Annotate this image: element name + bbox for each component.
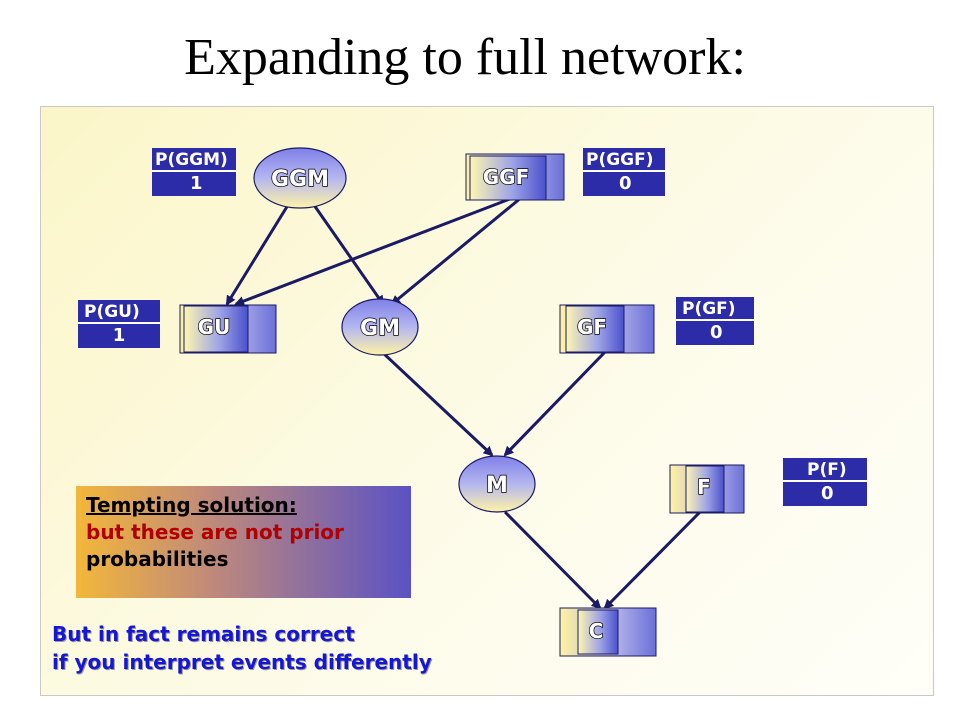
table-p-gu-header: P(GU)	[78, 300, 160, 324]
edge-ggf-gm	[390, 195, 523, 306]
tempting-solution-callout: Tempting solution: but these are not pri…	[76, 486, 411, 598]
edge-gm-m	[380, 350, 494, 457]
edge-ggf-gu	[234, 195, 516, 306]
table-p-ggm-header: P(GGM)	[152, 148, 236, 172]
callout-heading: Tempting solution:	[86, 493, 297, 517]
table-p-ggm: P(GGM) 1	[152, 148, 236, 196]
node-c-label: C	[589, 619, 604, 643]
node-gu[interactable]: GU	[179, 304, 277, 354]
node-gm-label: GM	[360, 316, 400, 341]
table-p-gu: P(GU) 1	[78, 300, 160, 348]
node-ggm[interactable]: GGM	[253, 147, 347, 209]
callout-line-2: but these are not prior	[86, 520, 344, 544]
node-m-label: M	[486, 473, 508, 498]
table-p-gf: P(GF) 0	[676, 297, 754, 345]
edge-f-c	[603, 510, 702, 610]
table-p-f-value: 0	[783, 482, 867, 506]
node-ggm-label: GGM	[271, 167, 329, 192]
edge-gf-m	[503, 350, 607, 457]
node-m[interactable]: M	[458, 455, 536, 513]
edge-ggm-gm	[312, 204, 385, 306]
bottom-note-line-1: But in fact remains correct	[52, 622, 355, 646]
table-p-ggf-header: P(GGF)	[583, 148, 665, 172]
edge-m-c	[503, 510, 602, 610]
node-ggf[interactable]: GGF	[465, 153, 565, 201]
node-ggf-label: GGF	[483, 165, 530, 189]
node-f-label: F	[697, 475, 711, 499]
table-p-ggf: P(GGF) 0	[583, 148, 665, 196]
table-p-f-header: P(F)	[783, 458, 867, 482]
node-f[interactable]: F	[669, 464, 745, 514]
table-p-ggm-value: 1	[152, 172, 236, 196]
callout-line-3: probabilities	[86, 547, 229, 571]
edge-ggm-gu	[225, 204, 290, 306]
bottom-note-line-2: if you interpret events differently	[52, 650, 432, 674]
node-gm[interactable]: GM	[341, 298, 419, 356]
node-gf-label: GF	[577, 315, 607, 339]
node-gf[interactable]: GF	[559, 304, 655, 354]
page-title: Expanding to full network:	[184, 29, 746, 86]
node-c[interactable]: C	[559, 607, 657, 657]
table-p-gf-header: P(GF)	[676, 297, 754, 321]
table-p-gu-value: 1	[78, 324, 160, 348]
node-gu-label: GU	[198, 315, 231, 339]
table-p-gf-value: 0	[676, 321, 754, 345]
table-p-ggf-value: 0	[583, 172, 665, 196]
bottom-note: But in fact remains correct if you inter…	[52, 620, 572, 676]
table-p-f: P(F) 0	[783, 458, 867, 506]
